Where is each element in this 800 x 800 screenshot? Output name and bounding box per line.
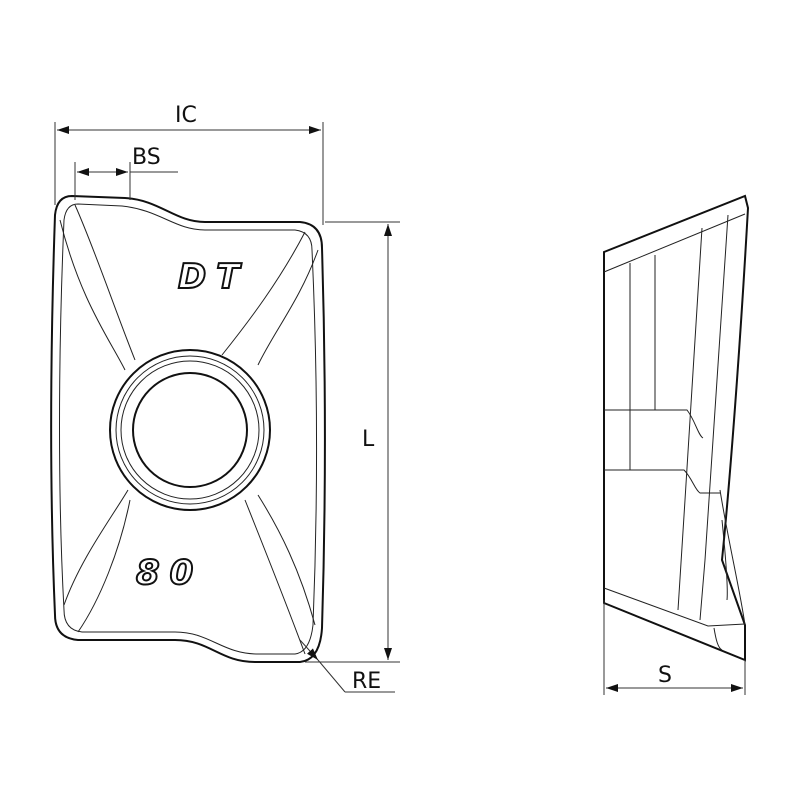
label-re: RE	[352, 669, 381, 694]
label-l: L	[362, 427, 375, 452]
engraving-dt: DT	[178, 257, 249, 297]
dimension-ic: IC	[54, 103, 324, 225]
front-view: DT 80	[50, 194, 326, 663]
dimension-s: S	[603, 600, 746, 695]
hole-outer	[109, 349, 271, 511]
hole-inner	[132, 372, 248, 488]
label-ic: IC	[175, 103, 197, 128]
side-outline	[603, 194, 750, 662]
side-view	[603, 194, 750, 662]
engraving-80: 80	[136, 553, 203, 593]
dimension-bs: BS	[74, 145, 178, 200]
label-bs: BS	[132, 145, 161, 170]
label-s: S	[658, 663, 672, 688]
dimension-l: L	[305, 221, 400, 663]
dimension-re: RE	[299, 639, 395, 694]
insert-outline	[50, 194, 326, 663]
